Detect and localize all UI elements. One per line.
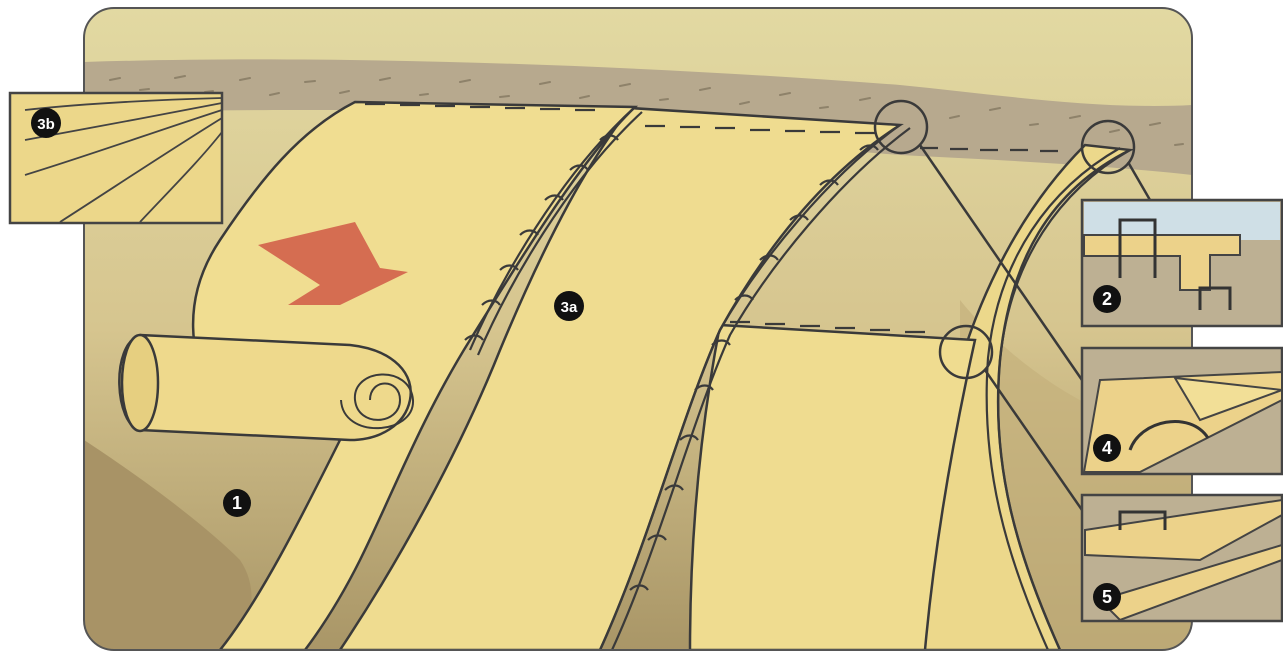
marker-1: 1: [223, 489, 251, 517]
svg-text:2: 2: [1102, 289, 1112, 309]
svg-text:1: 1: [232, 493, 242, 513]
marker-3a: 3a: [554, 291, 584, 321]
marker-3b: 3b: [31, 108, 61, 138]
svg-text:3b: 3b: [37, 116, 55, 133]
marker-2: 2: [1093, 285, 1121, 313]
blanket-roll: [119, 335, 413, 440]
marker-5: 5: [1093, 583, 1121, 611]
main-scene: [84, 8, 1192, 650]
svg-text:4: 4: [1102, 438, 1112, 458]
marker-4: 4: [1093, 434, 1121, 462]
svg-text:5: 5: [1102, 587, 1112, 607]
svg-text:3a: 3a: [561, 299, 578, 316]
